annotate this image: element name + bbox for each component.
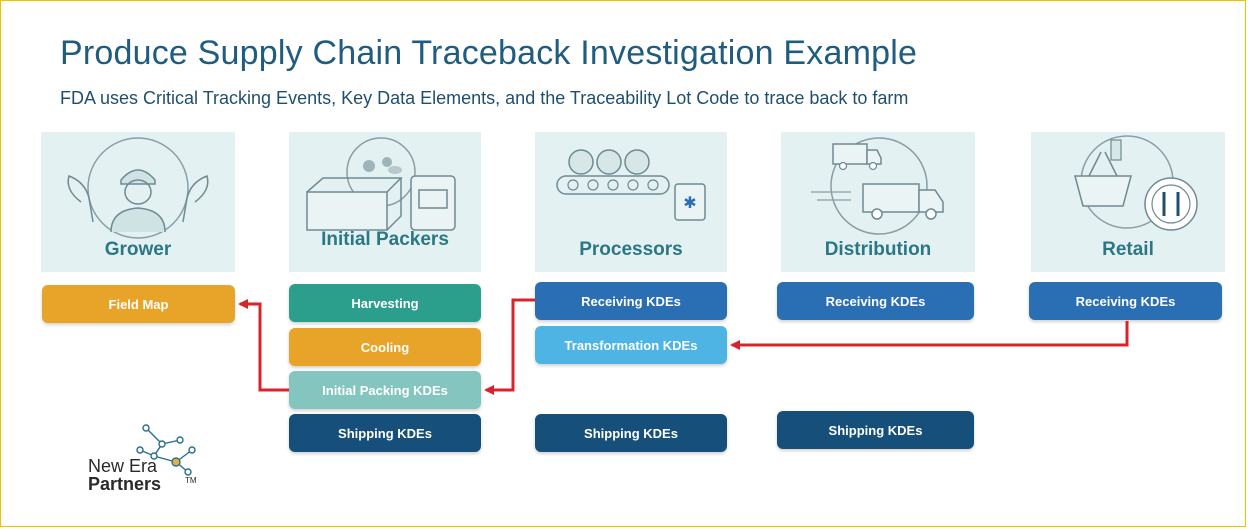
stage-panel-processors: ✱ Processors (535, 132, 727, 272)
logo-text-partners: Partners (88, 474, 162, 494)
packers-shipping-box: Shipping KDEs (289, 414, 481, 452)
stage-panel-grower: Grower (41, 132, 235, 272)
processors-receiving-box: Receiving KDEs (535, 282, 727, 320)
stage-panel-initial-packers: Initial Packers (289, 132, 481, 272)
page-title: Produce Supply Chain Traceback Investiga… (60, 34, 918, 72)
processors-shipping-box: Shipping KDEs (535, 414, 727, 452)
packers-initial-packing-box: Initial Packing KDEs (289, 371, 481, 409)
arrow-receiving-to-initial-packing (484, 298, 535, 395)
farmer-icon (67, 137, 209, 239)
stage-label-distribution: Distribution (824, 239, 932, 260)
truck-icon (811, 137, 944, 235)
conveyor-icon: ✱ (556, 149, 706, 221)
logo-text-new-era: New Era (88, 456, 158, 476)
packing-box-icon (306, 137, 456, 231)
stage-label-processors: Processors (579, 239, 683, 260)
grower-field-map-box: Field Map (42, 285, 235, 323)
packers-harvesting-box: Harvesting (289, 284, 481, 322)
processors-transformation-box: Transformation KDEs (535, 326, 727, 364)
distribution-shipping-box: Shipping KDEs (777, 411, 974, 449)
logo-trademark: TM (185, 476, 197, 485)
retail-receiving-box: Receiving KDEs (1029, 282, 1222, 320)
page-subtitle: FDA uses Critical Tracking Events, Key D… (60, 88, 909, 108)
stage-label-retail: Retail (1102, 239, 1154, 260)
arrow-retail-to-transformation (730, 321, 1129, 350)
new-era-partners-logo (136, 424, 196, 476)
stage-label-initial-packers: Initial Packers (321, 229, 449, 250)
shopping-basket-icon (1074, 135, 1198, 231)
distribution-receiving-box: Receiving KDEs (777, 282, 974, 320)
packers-cooling-box: Cooling (289, 328, 481, 366)
arrow-initial-packing-to-field-map (238, 299, 289, 392)
svg-text:✱: ✱ (683, 193, 696, 212)
stage-label-grower: Grower (104, 239, 172, 260)
stage-panel-retail: Retail (1031, 132, 1225, 272)
stage-panel-distribution: Distribution (781, 132, 975, 272)
